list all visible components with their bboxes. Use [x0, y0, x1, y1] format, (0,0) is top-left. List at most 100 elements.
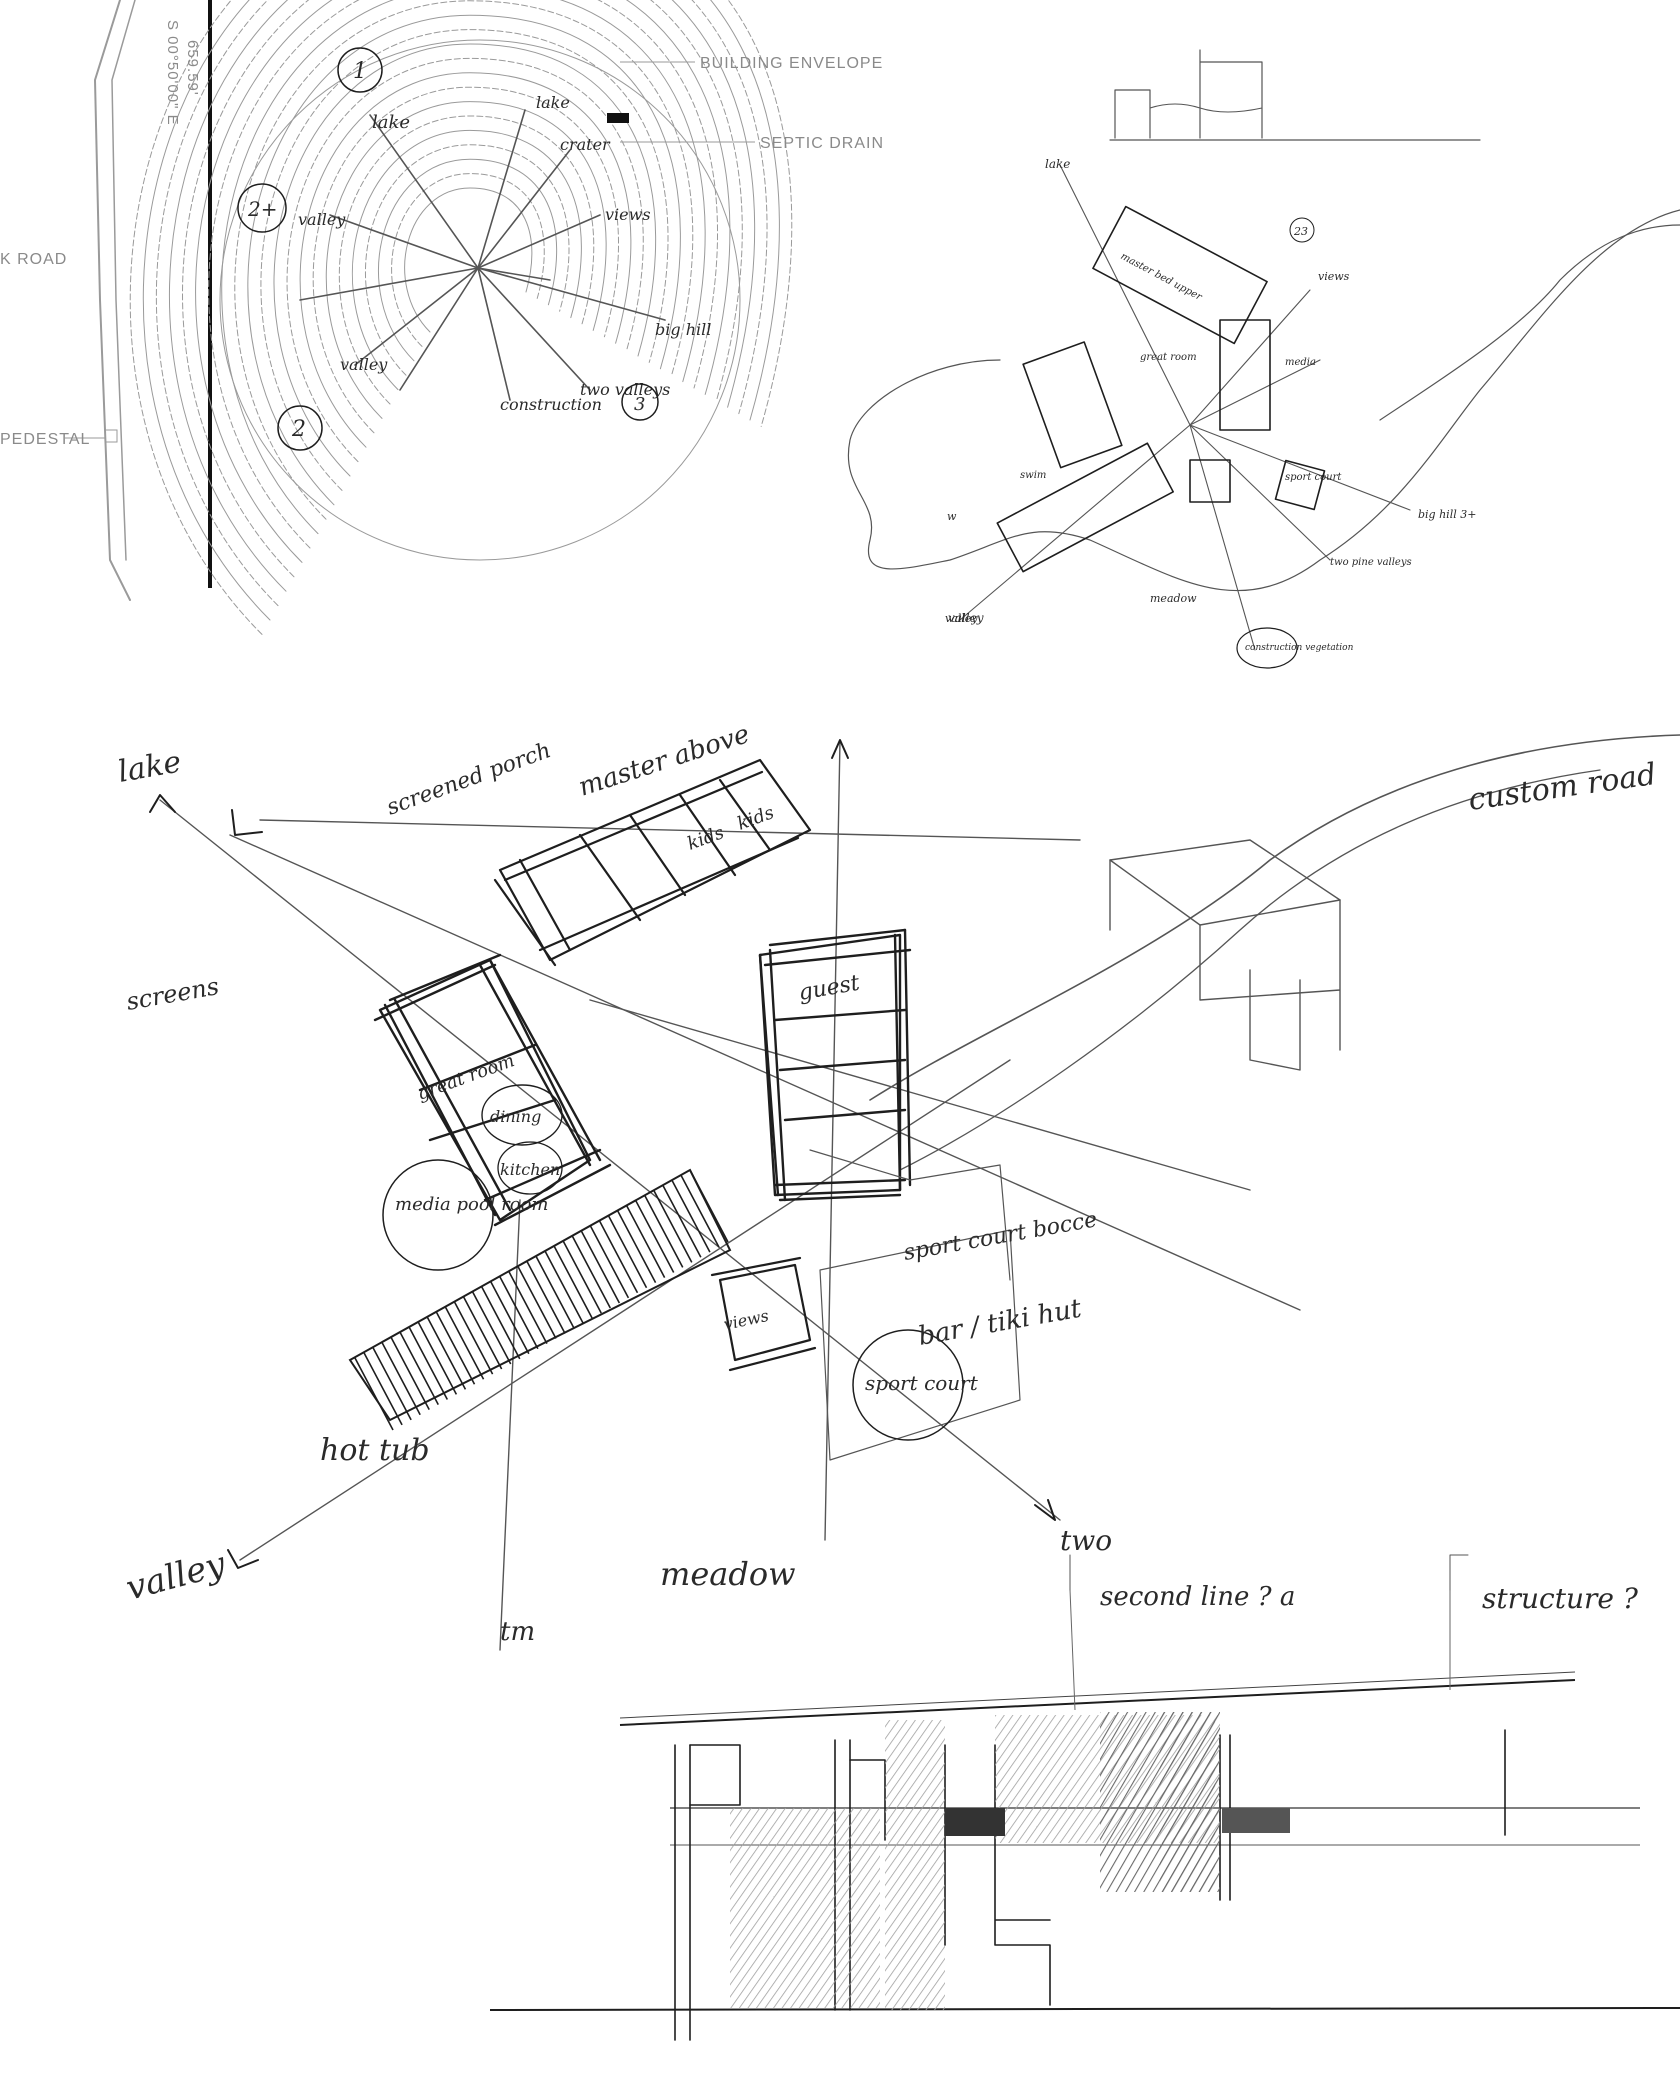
view-label: valley [340, 355, 388, 374]
site-label: great room [1140, 352, 1197, 363]
contour-line [142, 0, 780, 621]
plan-label-valley: valley [122, 1544, 230, 1609]
hatch-stroke [544, 1250, 584, 1324]
hatch-stroke [535, 1256, 575, 1329]
hatch-stroke [417, 1322, 458, 1395]
contour-line [365, 144, 570, 376]
building-envelope-label: BUILDING ENVELOPE [700, 55, 883, 72]
hatch-stroke [644, 1195, 684, 1268]
view-ray [477, 267, 666, 321]
hatch-stroke [381, 1342, 421, 1416]
hatch-stroke [634, 1200, 675, 1273]
site-label: lake [1045, 157, 1070, 171]
contour-line [286, 57, 644, 463]
site-label: valley [945, 612, 978, 625]
view-label: two valleys [580, 380, 670, 399]
contour-line [234, 0, 694, 520]
site-label: construction vegetation [1245, 643, 1354, 653]
hatch-stroke [589, 1225, 630, 1299]
contour-line [221, 0, 706, 535]
contour-line [391, 173, 545, 347]
contour-line [312, 86, 619, 434]
plan-label-great-room: great room [415, 1050, 518, 1105]
survey-plan: BUILDING ENVELOPE SEPTIC DRAIN K ROAD PE… [0, 0, 884, 635]
hatch-stroke [390, 1337, 430, 1411]
site-label: big hill 3+ [1418, 508, 1476, 521]
hatch-stroke [662, 1184, 702, 1258]
site-label: w [947, 510, 957, 523]
site-label: media [1285, 357, 1316, 368]
contour-line [273, 43, 657, 477]
plan-label-dining: dining [490, 1107, 541, 1126]
hatch-stroke [526, 1261, 566, 1334]
contour-line [325, 101, 607, 419]
hatch-stroke [607, 1215, 648, 1289]
road-label: K ROAD [0, 251, 67, 268]
contour-line [351, 129, 582, 391]
distance-label: 659.59' [184, 40, 201, 96]
plan-label-screened-porch: screened porch [384, 738, 555, 821]
view-ray [477, 109, 526, 269]
plan-label-screens: screens [124, 972, 221, 1016]
view-ray [477, 267, 511, 401]
circled-number: 1 [353, 59, 367, 84]
hatch-stroke [435, 1311, 476, 1385]
hatch-stroke [598, 1220, 639, 1294]
contour-line [247, 14, 681, 506]
circled-number: 2+ [247, 197, 277, 221]
septic-drain-label: SEPTIC DRAIN [760, 135, 884, 152]
hatch-stroke [499, 1276, 539, 1350]
hatch-stroke [553, 1245, 593, 1319]
view-ray [477, 267, 591, 391]
site-circled: 23 [1293, 225, 1308, 238]
hatch-stroke [671, 1179, 711, 1253]
view-label: lake [536, 93, 570, 112]
site-label: valley [948, 611, 984, 625]
plan-label-kids: kids [685, 822, 727, 855]
hatch-stroke [471, 1291, 512, 1365]
hatch-stroke [453, 1301, 494, 1375]
plan-label-tm: tm [500, 1617, 535, 1647]
elevation-sketch: second line ? a structure ? [489, 1554, 1680, 2041]
hatch-stroke [508, 1271, 548, 1344]
circled-number: 3 [634, 394, 645, 415]
elevation-label-structure: structure ? [1482, 1582, 1639, 1615]
pedestal-label: PEDESTAL [0, 431, 90, 448]
contour-line [195, 0, 731, 563]
view-ray [477, 267, 551, 281]
plan-label-hot-tub: hot tub [320, 1433, 430, 1468]
contour-line [338, 115, 595, 405]
plan-label-sport-court: sport court [865, 1371, 979, 1395]
site-label: two pine valleys [1330, 557, 1412, 568]
site-label: swim [1020, 470, 1046, 481]
hatch-stroke [653, 1189, 693, 1263]
hatch-stroke [426, 1316, 467, 1390]
hatch-stroke [571, 1235, 612, 1309]
view-label: crater [560, 135, 611, 154]
hatch-stroke [680, 1174, 720, 1248]
plan-label-kitchen: kitchen [500, 1160, 560, 1179]
contour-line [168, 0, 756, 592]
contour-line [299, 72, 632, 448]
contour-line [260, 29, 669, 491]
view-label: valley [298, 210, 346, 229]
view-ray [354, 267, 479, 366]
elevation-label-second-line: second line ? a [1100, 1582, 1295, 1612]
contour-line [182, 0, 743, 578]
hatch-stroke [490, 1281, 530, 1355]
contour-line [404, 187, 533, 333]
site-label: views [1318, 270, 1350, 283]
hatch-stroke [616, 1210, 657, 1284]
hatch-stroke [580, 1230, 621, 1304]
view-ray [477, 149, 571, 269]
view-ray [299, 267, 479, 301]
plan-label-guest: guest [797, 971, 862, 1006]
plan-label-sport-court-bocce: sport court bocce [902, 1207, 1099, 1266]
hatch-stroke [399, 1332, 439, 1405]
hatch-stroke [444, 1306, 485, 1380]
hatch-stroke [562, 1240, 602, 1314]
view-ray [329, 214, 479, 269]
hatch-stroke [625, 1205, 666, 1278]
plan-label-lake: lake [115, 744, 184, 789]
